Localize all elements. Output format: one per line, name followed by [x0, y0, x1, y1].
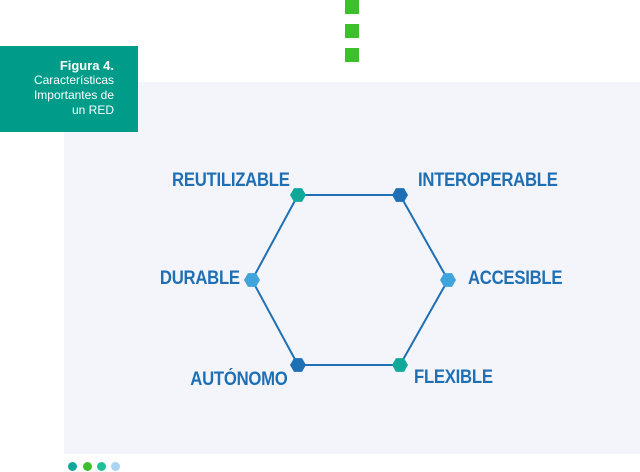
hexagon-outline: [250, 194, 450, 366]
footer-dot-2: [83, 462, 92, 471]
label-reutilizable: REUTILIZABLE: [172, 170, 290, 191]
label-flexible: FLEXIBLE: [414, 367, 493, 388]
node-autonomo: [290, 358, 306, 372]
footer-dot-1: [68, 462, 77, 471]
node-accesible: [440, 273, 456, 287]
caption-line-1: Características: [33, 73, 114, 87]
caption-line-2: Importantes de: [33, 88, 114, 102]
decor-square-1: [345, 0, 359, 14]
footer-dot-3: [97, 462, 106, 471]
footer-dot-4: [111, 462, 120, 471]
label-interoperable: INTEROPERABLE: [418, 170, 558, 191]
node-flexible: [392, 358, 408, 372]
label-durable: DURABLE: [160, 268, 240, 289]
label-autonomo: AUTÓNOMO: [190, 369, 289, 390]
caption-title: Figura 4.: [59, 58, 114, 73]
node-reutilizable: [290, 188, 306, 202]
node-durable: [244, 273, 260, 287]
label-accesible: ACCESIBLE: [468, 268, 563, 289]
caption-line-3: un RED: [71, 103, 114, 117]
decor-square-3: [345, 48, 359, 62]
decor-square-2: [345, 24, 359, 38]
diagram-panel: [64, 82, 640, 454]
node-interoperable: [392, 188, 408, 202]
figure-caption: Figura 4. Características Importantes de…: [0, 46, 138, 132]
